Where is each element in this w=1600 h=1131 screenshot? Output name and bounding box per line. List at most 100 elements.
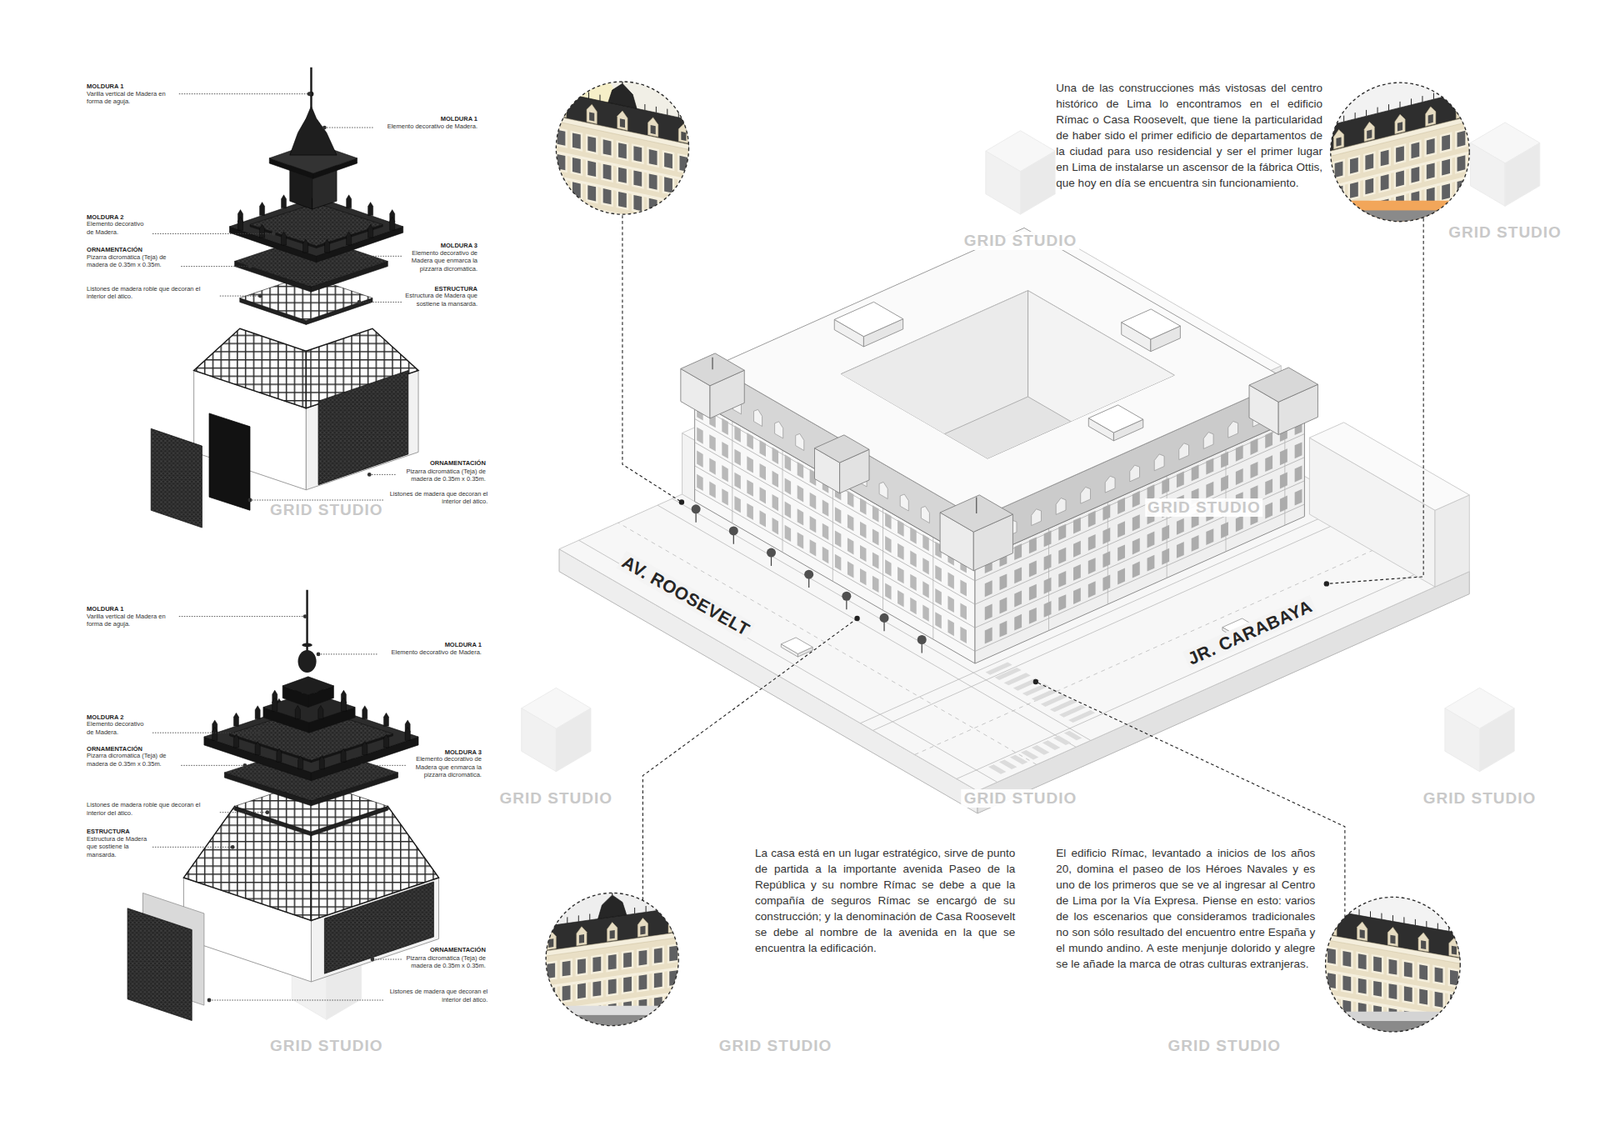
drawing-part <box>664 201 673 218</box>
leader-dot <box>207 998 212 1003</box>
drawing-part <box>695 183 704 200</box>
drawing-part <box>558 105 564 115</box>
drawing-part <box>1335 137 1341 147</box>
annotation-text: Elemento decorativo de Madera que enmarc… <box>408 755 482 780</box>
drawing-part <box>667 992 680 1013</box>
drawing-part <box>1312 994 1321 1010</box>
drawing-part <box>1343 115 1345 122</box>
window <box>696 426 703 444</box>
drawing-part <box>1424 160 1437 182</box>
window <box>1088 510 1096 528</box>
block-top <box>834 301 903 336</box>
dormer <box>775 421 784 439</box>
crosswalk <box>988 764 1007 775</box>
crosswalk <box>1053 735 1072 745</box>
window <box>734 449 740 466</box>
drawing-part <box>689 113 690 120</box>
watermark: GRID STUDIO <box>716 1036 835 1055</box>
drawing-part <box>633 145 642 162</box>
window <box>721 488 728 505</box>
drawing-part <box>1365 178 1374 195</box>
leader-dot <box>258 294 263 299</box>
courtyard <box>714 204 1327 613</box>
dormer <box>1326 915 1337 935</box>
drawing-part <box>590 978 604 999</box>
drawing-part <box>1470 197 1483 220</box>
window <box>1220 521 1229 539</box>
drawing-part <box>636 947 650 968</box>
drawing-part <box>562 1010 571 1026</box>
drawing-part <box>667 1016 680 1037</box>
slate-panel <box>127 908 192 1021</box>
window <box>810 515 817 533</box>
window <box>1191 535 1200 552</box>
pinnacle <box>295 705 300 719</box>
window <box>1205 481 1214 499</box>
drawing-part <box>1428 114 1434 124</box>
drawing-part <box>1317 235 1330 258</box>
drawing-part <box>685 992 694 1009</box>
annotation-text: Pizarra dicromática (Teja) de madera de … <box>404 954 486 970</box>
leader-dot <box>360 763 365 768</box>
drawing-part <box>1371 978 1385 1000</box>
annotation-heading: ORNAMENTACIÓN <box>383 459 485 467</box>
block-top <box>1309 422 1470 510</box>
drawing-part <box>1363 175 1376 198</box>
leader-dot <box>242 763 247 768</box>
drawing-part <box>599 95 600 101</box>
drawing-part <box>608 978 617 995</box>
window <box>922 557 929 575</box>
drawing-part <box>669 1019 678 1035</box>
window <box>860 521 866 539</box>
drawing-part <box>589 111 595 121</box>
drawing-part <box>682 940 695 961</box>
drawing-part <box>1325 1020 1461 1035</box>
drawing-part <box>1365 153 1374 170</box>
drawing-part <box>1335 235 1344 252</box>
pinnacle <box>233 712 239 726</box>
drawing-part <box>577 90 579 96</box>
drawing-part <box>1460 926 1461 933</box>
drawing-part <box>605 951 619 972</box>
drawing-part <box>1389 983 1398 1000</box>
dormer <box>1455 97 1466 119</box>
drawing-part <box>646 146 660 168</box>
leader-line <box>152 233 274 235</box>
window <box>1000 597 1008 615</box>
window <box>1088 557 1096 575</box>
drawing-part <box>1441 183 1450 200</box>
drawing-part <box>1350 206 1359 224</box>
drawing-part <box>1395 170 1405 188</box>
drawing-part <box>1444 90 1445 96</box>
drawing-part <box>1399 101 1400 108</box>
window <box>935 565 942 582</box>
window <box>810 492 817 510</box>
window <box>760 463 766 480</box>
drawing-part <box>587 135 596 152</box>
window <box>1132 537 1140 555</box>
drawing-part <box>662 150 675 171</box>
logo-cube <box>555 708 591 772</box>
drawing-part <box>1332 118 1334 125</box>
tree <box>880 613 890 623</box>
drawing-part <box>1335 210 1344 227</box>
window <box>1147 531 1155 549</box>
window <box>1029 536 1037 554</box>
crosswalk <box>1020 750 1040 760</box>
watermark: GRID STUDIO <box>1145 498 1264 517</box>
drawing-part <box>618 215 627 232</box>
drawing-part <box>603 213 612 230</box>
drawing-part <box>555 918 557 925</box>
window <box>810 539 817 556</box>
pinnacle <box>260 224 265 238</box>
drawing-part <box>623 1025 632 1042</box>
plate-top <box>250 203 383 246</box>
annotation-text: Listones de madera roble que decoran el … <box>86 285 218 301</box>
dormer <box>795 433 805 450</box>
slate-panel <box>150 428 202 528</box>
annotation-text: Pizarra dicromática (Teja) de madera de … <box>398 467 486 484</box>
drawing-part <box>639 974 648 990</box>
drawing-part <box>695 208 704 225</box>
drawing-part <box>1355 975 1369 997</box>
window <box>1102 574 1110 591</box>
